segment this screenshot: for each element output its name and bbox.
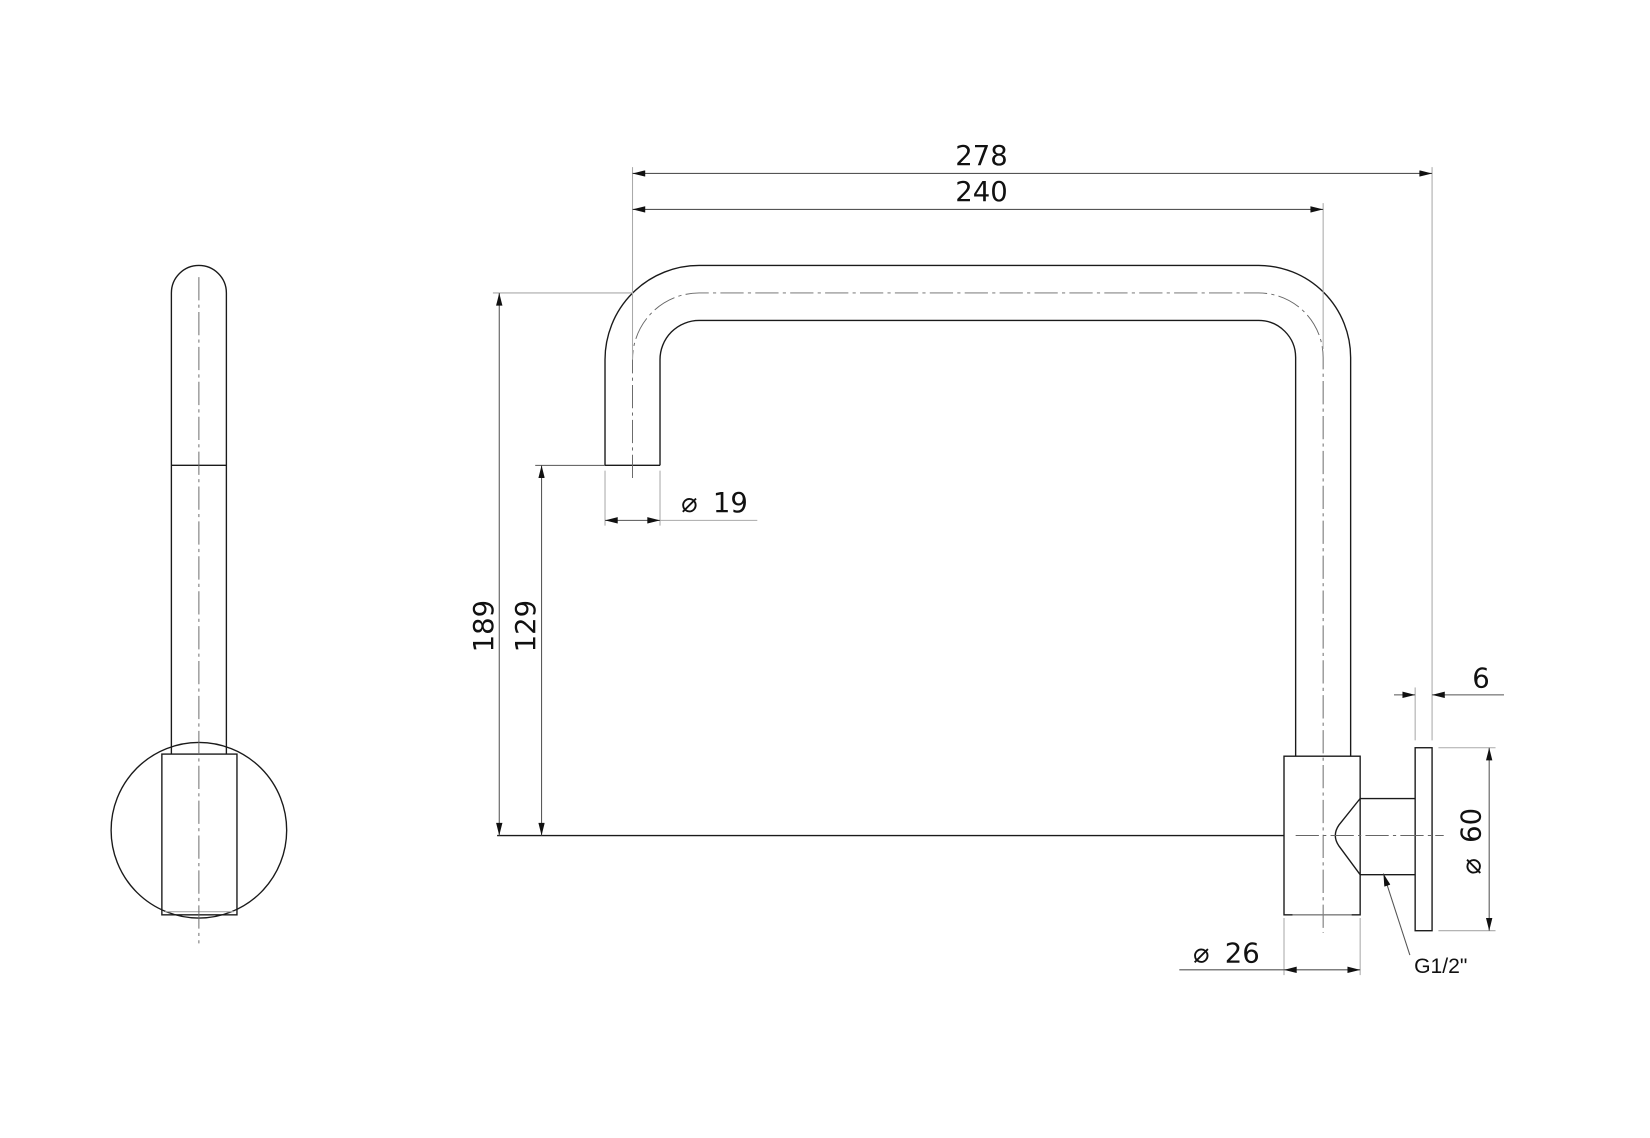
dim-26-label: 26 xyxy=(1225,937,1260,969)
dimension-diameter-26: ⌀ 26 xyxy=(1179,918,1361,976)
dim-278-label: 278 xyxy=(955,140,1007,172)
dim-129-label: 129 xyxy=(510,600,542,652)
dimension-6: 6 xyxy=(1394,662,1504,741)
side-view xyxy=(110,264,288,944)
dim-240-label: 240 xyxy=(955,176,1007,208)
dimension-189: 189 xyxy=(468,292,633,836)
dimension-129: 129 xyxy=(510,464,606,836)
dimension-diameter-60: ⌀ 60 xyxy=(1438,747,1496,932)
front-view xyxy=(497,264,1444,933)
dimension-278: 278 xyxy=(631,140,1433,741)
dim-60-label: 60 xyxy=(1456,808,1488,843)
dim-189-label: 189 xyxy=(468,600,500,652)
dimension-240: 240 xyxy=(632,176,1324,350)
diameter-symbol: ⌀ xyxy=(1193,937,1210,969)
thread-label: G1/2" xyxy=(1414,955,1467,978)
dim-6-label: 6 xyxy=(1472,662,1490,694)
dimension-diameter-19: ⌀ 19 xyxy=(604,470,758,526)
dim-19-label: 19 xyxy=(713,487,748,519)
thread-callout: G1/2" xyxy=(1382,873,1467,978)
diameter-symbol: ⌀ xyxy=(681,487,698,519)
diameter-symbol: ⌀ xyxy=(1456,858,1488,875)
